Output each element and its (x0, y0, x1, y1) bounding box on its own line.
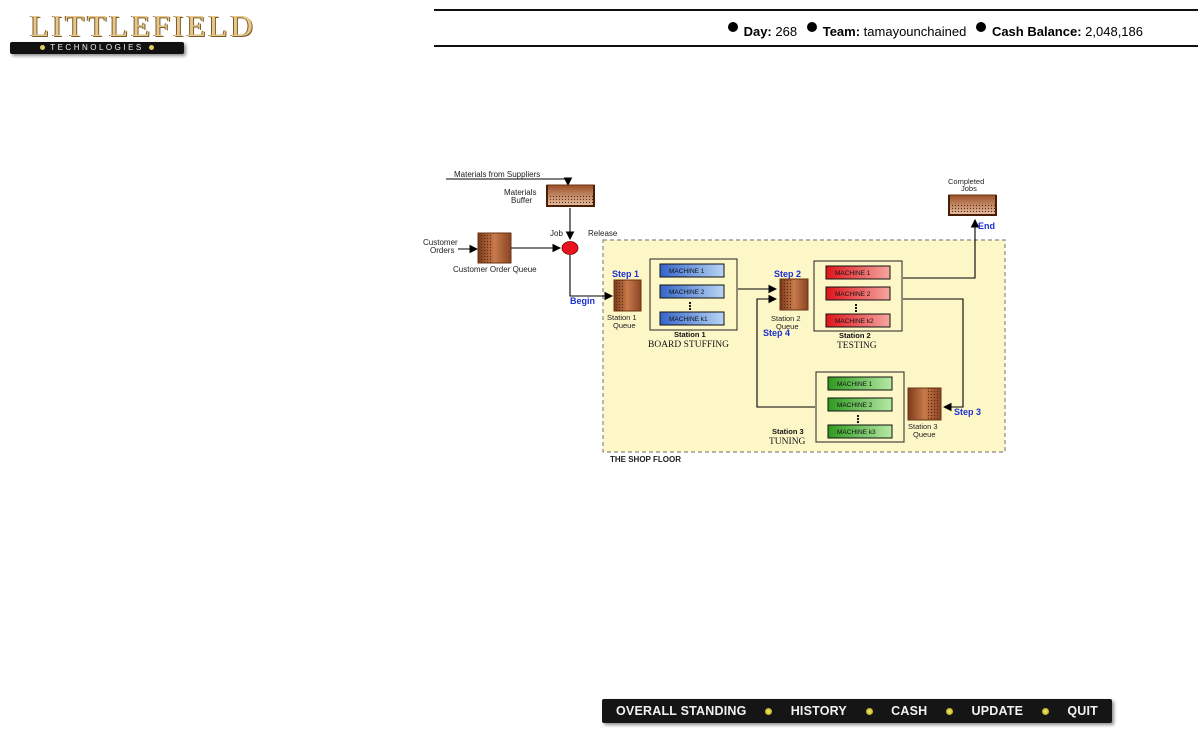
status-items: Day: 268 Team: tamayounchained Cash Bala… (722, 22, 1143, 39)
station2-machine-2-label: MACHINE 2 (835, 291, 871, 298)
quit-link[interactable]: QUIT (1067, 704, 1098, 718)
station1-machine-2-label: MACHINE 2 (669, 289, 705, 296)
logo-dot-left (40, 45, 46, 51)
completed-jobs-label-2: Jobs (961, 184, 977, 193)
station3-queue-label-2: Queue (913, 430, 936, 439)
station1-machine-k1[interactable]: MACHINE k1 (659, 311, 725, 326)
release-to-station1-arrow (569, 255, 614, 301)
materials-buffer (546, 184, 595, 207)
factory-diagram[interactable]: THE SHOP FLOOR Materials from Suppliers … (420, 165, 1020, 470)
station1-queue-label-2: Queue (613, 321, 636, 330)
station2-queue-label-2: Queue (776, 322, 799, 331)
completed-jobs-bin[interactable] (948, 194, 997, 216)
step2-label: Step 2 (774, 269, 801, 279)
supplier-arrow (446, 177, 573, 187)
station2-label: Station 2 (839, 331, 871, 340)
bottom-nav-bar: OVERALL STANDING HISTORY CASH UPDATE QUI… (602, 699, 1112, 723)
team-value: tamayounchained (863, 24, 967, 39)
bullet-icon (975, 22, 986, 32)
nav-separator-dot (945, 707, 953, 715)
station3-machine-k3-label: MACHINE k3 (837, 429, 876, 436)
station1-queue[interactable] (613, 279, 642, 312)
nav-separator-dot (865, 707, 873, 715)
station1-machine-1-label: MACHINE 1 (669, 268, 705, 275)
materials-buffer-label-2: Buffer (511, 196, 533, 205)
shop-floor-label: THE SHOP FLOOR (610, 455, 681, 464)
logo-dot-right (148, 45, 154, 51)
status-bar: Day: 268 Team: tamayounchained Cash Bala… (434, 9, 1198, 47)
station1-label: Station 1 (674, 330, 706, 339)
job-label: Job (550, 229, 563, 238)
station3-to-queue2-arrow (756, 294, 815, 408)
logo-bar (10, 42, 184, 54)
release-label: Release (588, 229, 618, 238)
materials-from-suppliers-label: Materials from Suppliers (454, 170, 540, 179)
logo-subtitle: TECHNOLOGIES (10, 43, 184, 52)
station2-to-queue3-arrow (903, 298, 964, 412)
station1-machine-1[interactable]: MACHINE 1 (659, 263, 725, 278)
logo-subtitle-text: TECHNOLOGIES (50, 43, 144, 52)
history-link[interactable]: HISTORY (790, 704, 847, 718)
day-value: 268 (775, 24, 798, 39)
update-link[interactable]: UPDATE (971, 704, 1024, 718)
station2-box[interactable] (813, 260, 903, 332)
station3-name: TUNING (769, 437, 806, 447)
station3-machine-1[interactable]: MACHINE 1 (827, 376, 893, 391)
day-label: Day: (743, 24, 772, 39)
station2-machine-k2-label: MACHINE k2 (835, 318, 874, 325)
status-day: Day: 268 (727, 22, 798, 39)
station3-queue[interactable] (907, 387, 942, 421)
nav-separator-dot (765, 707, 773, 715)
begin-label: Begin (570, 296, 595, 306)
station2-queue-label-1: Station 2 (771, 314, 801, 323)
bullet-icon (727, 22, 738, 32)
step4-label: Step 4 (763, 328, 790, 338)
littlefield-logo: LITTLEFIELD TECHNOLOGIES (10, 8, 253, 54)
station2-machine-k2[interactable]: MACHINE k2 (825, 313, 891, 328)
job-release-node[interactable] (561, 241, 579, 255)
station1-machine-k1-label: MACHINE k1 (669, 316, 708, 323)
ellipsis-icon (854, 303, 858, 313)
station3-machine-1-label: MACHINE 1 (837, 381, 873, 388)
station2-to-completed-arrow (903, 218, 980, 279)
step3-label: Step 3 (954, 407, 981, 417)
cash-value: 2,048,186 (1085, 24, 1143, 39)
station1-machine-2[interactable]: MACHINE 2 (659, 284, 725, 299)
ellipsis-icon (688, 301, 692, 311)
status-team: Team: tamayounchained (806, 22, 967, 39)
station3-label: Station 3 (772, 427, 804, 436)
station1-queue-label-1: Station 1 (607, 313, 637, 322)
overall-standing-link[interactable]: OVERALL STANDING (616, 704, 747, 718)
bullet-icon (806, 22, 817, 32)
station2-queue[interactable] (779, 278, 809, 311)
ellipsis-icon (856, 414, 860, 424)
station2-machine-1[interactable]: MACHINE 1 (825, 265, 891, 280)
station2-machine-1-label: MACHINE 1 (835, 270, 871, 277)
nav-separator-dot (1041, 707, 1049, 715)
materials-buffer-label-1: Materials (504, 188, 536, 197)
step1-label: Step 1 (612, 269, 639, 279)
station2-machine-2[interactable]: MACHINE 2 (825, 286, 891, 301)
station3-machine-2-label: MACHINE 2 (837, 402, 873, 409)
station3-machine-2[interactable]: MACHINE 2 (827, 397, 893, 412)
station3-box[interactable] (815, 371, 905, 443)
status-cash: Cash Balance: 2,048,186 (975, 22, 1143, 39)
customer-order-queue-label: Customer Order Queue (453, 265, 537, 274)
completed-jobs-label-1: Completed (948, 177, 984, 186)
customer-orders-label-1: Customer (423, 238, 458, 247)
cash-label: Cash Balance: (991, 24, 1082, 39)
customer-orders-label-2: Orders (430, 246, 454, 255)
end-label: End (978, 221, 995, 231)
station3-machine-k3[interactable]: MACHINE k3 (827, 424, 893, 439)
customer-order-queue[interactable] (477, 232, 512, 264)
station3-queue-label-1: Station 3 (908, 422, 938, 431)
team-label: Team: (822, 24, 861, 39)
station2-name: TESTING (837, 341, 877, 351)
logo-title: LITTLEFIELD (30, 8, 256, 43)
station1-box[interactable] (649, 258, 738, 331)
cash-link[interactable]: CASH (891, 704, 928, 718)
station1-name: BOARD STUFFING (648, 340, 729, 350)
